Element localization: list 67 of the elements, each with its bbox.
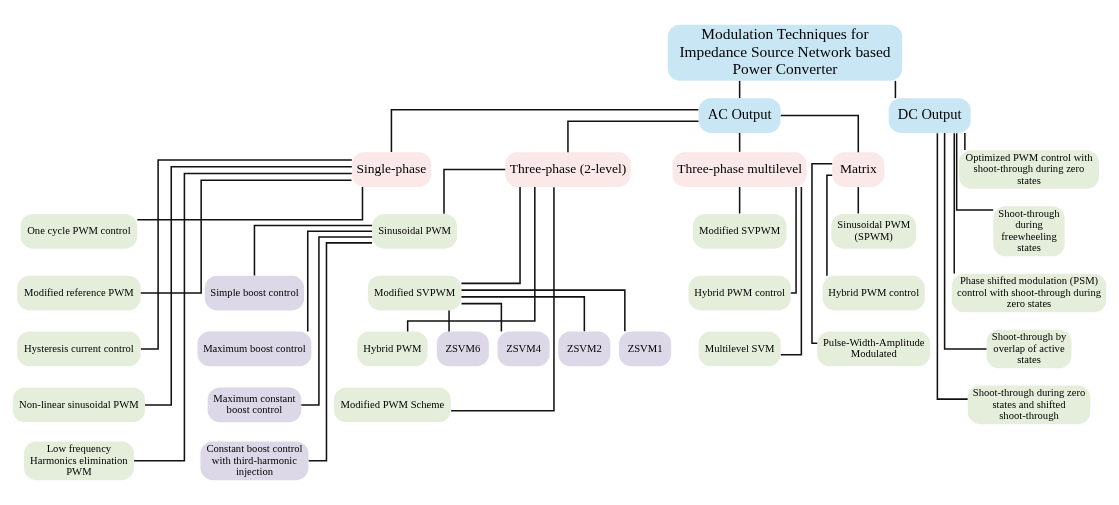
node-box: Modified reference PWM xyxy=(17,275,141,311)
node-box: Maximum constant boost control xyxy=(207,387,302,423)
node-box: Three-phase (2-level) xyxy=(505,152,631,187)
connector xyxy=(460,302,503,333)
node-box: Low frequency Harmonics elimination PWM xyxy=(23,441,134,481)
connector xyxy=(460,296,586,333)
node-box: Constant boost control with third-harmonic injection xyxy=(200,441,309,481)
node-box: AC Output xyxy=(698,98,781,133)
connector xyxy=(460,186,521,285)
node-box: Modified SVPWM xyxy=(692,213,787,249)
node-box: Three-phase multilevel xyxy=(672,152,807,187)
node-box: DC Output xyxy=(888,98,971,133)
connector xyxy=(136,186,364,221)
connector xyxy=(144,165,353,406)
node-box: ZSVM6 xyxy=(436,331,489,367)
node-box: Modulation Techniques for Impedance Source Network based Power Converter xyxy=(667,24,903,81)
connector xyxy=(857,186,860,215)
connector xyxy=(253,224,373,277)
node-box: Pulse-Width-Amplitude Modulated xyxy=(817,331,931,367)
connector xyxy=(953,132,956,275)
node-box: Hybrid PWM xyxy=(357,331,428,367)
node-box: Simple boost control xyxy=(204,275,305,311)
node-box: ZSVM2 xyxy=(558,331,611,367)
node-box: ZSVM4 xyxy=(497,331,550,367)
node-box: Modified SVPWM xyxy=(367,275,462,311)
connector xyxy=(133,172,353,462)
node-box: Multilevel SVM xyxy=(698,331,781,367)
connector xyxy=(780,186,803,356)
connector xyxy=(450,186,555,412)
connector xyxy=(826,174,833,277)
node-box: Shoot-through by overlap of active states xyxy=(986,329,1072,369)
node-box: Hysteresis current control xyxy=(17,331,141,367)
connector xyxy=(811,163,833,344)
node-box: Shoot-through during freewheeling states xyxy=(993,206,1065,257)
connector xyxy=(140,179,353,294)
node-box: Hybrid PWM control xyxy=(822,275,925,311)
connector xyxy=(306,230,373,333)
node-box: Matrix xyxy=(832,152,885,187)
connector xyxy=(964,132,966,151)
node-box: Non-linear sinusoidal PWM xyxy=(12,387,145,423)
connector xyxy=(738,186,741,215)
node-box: Maximum boost control xyxy=(197,331,312,367)
connector xyxy=(448,309,450,333)
node-box: Single-phase xyxy=(351,152,431,187)
node-box: Sinusoidal PWM (SPWM) xyxy=(831,213,917,249)
connector xyxy=(443,168,506,215)
connector xyxy=(567,120,700,153)
connector xyxy=(943,132,988,350)
node-box: Modified PWM Scheme xyxy=(334,387,451,423)
connector xyxy=(406,186,536,333)
connector xyxy=(790,186,797,294)
connector xyxy=(738,132,741,153)
node-box: Phase shifted modulation (PSM) control with shoot-through during zero states xyxy=(951,273,1107,313)
connector xyxy=(307,242,373,462)
node-box: One cycle PWM control xyxy=(20,213,138,249)
connector xyxy=(140,159,353,350)
node-box: Optimized PWM control with shoot-through during zero states xyxy=(959,150,1099,189)
node-box: Sinusoidal PWM xyxy=(372,213,457,249)
node-box: ZSVM1 xyxy=(619,331,672,367)
connector xyxy=(780,114,860,153)
connector xyxy=(390,108,700,153)
connector xyxy=(936,132,969,400)
connector xyxy=(300,236,373,406)
node-box: Hybrid PWM control xyxy=(688,275,791,311)
connector xyxy=(460,289,626,333)
connector xyxy=(955,132,995,211)
node-box: Shoot-through during zero states and shifted shoot-through xyxy=(967,385,1091,425)
